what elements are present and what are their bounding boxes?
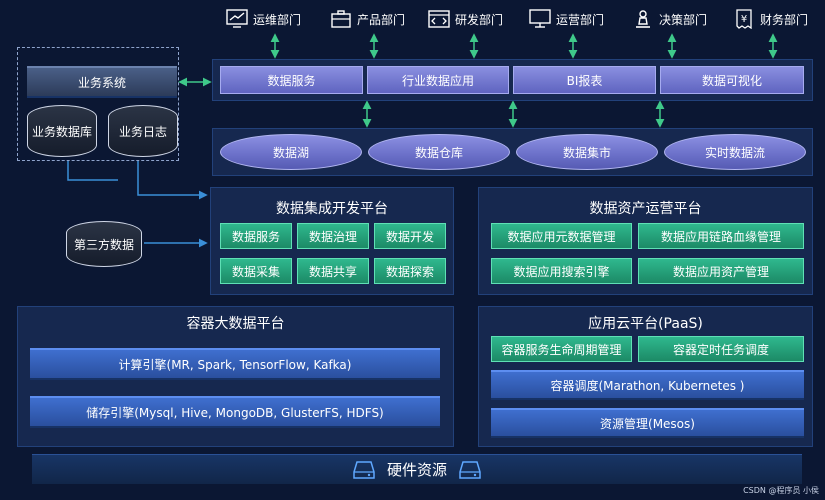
asset-platform-title: 数据资产运营平台 <box>589 201 702 217</box>
hardware-resources-bar: 硬件资源 <box>32 454 802 484</box>
dept-ops: 运维部门 <box>226 8 301 30</box>
business-system-frame <box>17 47 179 161</box>
service-cell-industry-apps: 行业数据应用 <box>367 66 509 94</box>
container-cron-label: 容器定时任务调度 <box>672 342 769 357</box>
storage-cylinder-label: 实时数据流 <box>704 145 765 160</box>
dept-product: 产品部门 <box>330 8 405 30</box>
monitor-chart-icon <box>226 9 248 28</box>
business-db-cylinder: 业务数据库 <box>27 105 97 157</box>
resource-management-bar: 资源管理(Mesos) <box>491 408 804 436</box>
code-window-icon <box>428 10 450 28</box>
integration-cell: 数据治理 <box>297 223 369 249</box>
hard-drive-icon <box>353 460 375 479</box>
container-platform-title: 容器大数据平台 <box>186 316 285 332</box>
dept-finance: ¥ 财务部门 <box>733 8 808 30</box>
service-cell-data-service: 数据服务 <box>220 66 363 94</box>
integration-platform-title: 数据集成开发平台 <box>276 201 388 217</box>
dept-label: 财务部门 <box>760 12 809 27</box>
service-cell-bi-reports: BI报表 <box>513 66 656 94</box>
svg-text:¥: ¥ <box>741 14 747 25</box>
briefcase-icon <box>331 10 351 28</box>
yen-receipt-icon: ¥ <box>736 9 752 29</box>
dept-label: 决策部门 <box>659 12 708 27</box>
service-cell-label: 行业数据应用 <box>401 73 474 88</box>
compute-engine-label: 计算引擎(MR, Spark, TensorFlow, Kafka) <box>118 357 352 372</box>
dept-label: 产品部门 <box>357 12 406 27</box>
container-lifecycle-label: 容器服务生命周期管理 <box>501 342 622 357</box>
asset-cell: 数据应用元数据管理 <box>491 223 632 249</box>
asset-cell-label: 数据应用资产管理 <box>672 264 769 279</box>
integration-cell-label: 数据共享 <box>308 264 357 279</box>
asset-cell: 数据应用搜索引擎 <box>491 258 632 284</box>
dept-operations: 运营部门 <box>529 8 604 30</box>
integration-cell: 数据开发 <box>374 223 446 249</box>
business-log-cylinder: 业务日志 <box>108 105 178 157</box>
asset-cell-label: 数据应用搜索引擎 <box>513 264 610 279</box>
storage-cylinder-label: 数据仓库 <box>414 145 463 160</box>
storage-cylinder-mart: 数据集市 <box>516 134 658 170</box>
third-party-data-cylinder: 第三方数据 <box>66 221 142 267</box>
dept-label: 运营部门 <box>556 12 605 27</box>
dept-rd: 研发部门 <box>428 8 503 30</box>
storage-engine-bar: 储存引擎(Mysql, Hive, MongoDB, GlusterFS, HD… <box>30 396 440 426</box>
integration-cell: 数据采集 <box>220 258 292 284</box>
integration-cell-label: 数据开发 <box>385 229 434 244</box>
dept-label: 研发部门 <box>455 12 504 27</box>
integration-cell: 数据探索 <box>374 258 446 284</box>
container-lifecycle-cell: 容器服务生命周期管理 <box>491 336 632 362</box>
chess-piece-icon <box>636 10 650 28</box>
desktop-icon <box>529 9 551 28</box>
resource-management-label: 资源管理(Mesos) <box>600 416 695 431</box>
business-log-label: 业务日志 <box>118 124 167 139</box>
storage-engine-label: 储存引擎(Mysql, Hive, MongoDB, GlusterFS, HD… <box>86 405 384 420</box>
container-cron-cell: 容器定时任务调度 <box>638 336 804 362</box>
container-orchestration-bar: 容器调度(Marathon, Kubernetes ) <box>491 370 804 398</box>
cloud-platform-title: 应用云平台(PaaS) <box>588 316 703 332</box>
business-system-title: 业务系统 <box>27 66 177 96</box>
dept-label: 运维部门 <box>253 12 302 27</box>
integration-cell: 数据共享 <box>297 258 369 284</box>
asset-cell: 数据应用链路血缘管理 <box>638 223 804 249</box>
asset-cell-label: 数据应用链路血缘管理 <box>660 229 781 244</box>
compute-engine-bar: 计算引擎(MR, Spark, TensorFlow, Kafka) <box>30 348 440 378</box>
third-party-data-label: 第三方数据 <box>73 237 134 252</box>
asset-cell: 数据应用资产管理 <box>638 258 804 284</box>
storage-cylinder-label: 数据湖 <box>272 145 309 160</box>
watermark-text: CSDN @程序员 小侯 <box>743 486 819 495</box>
dept-decision: 决策部门 <box>632 8 707 30</box>
integration-cell: 数据服务 <box>220 223 292 249</box>
integration-cell-label: 数据服务 <box>231 229 280 244</box>
business-db-label: 业务数据库 <box>31 124 92 139</box>
storage-cylinder-warehouse: 数据仓库 <box>368 134 510 170</box>
integration-cell-label: 数据治理 <box>308 229 357 244</box>
hardware-resources-label: 硬件资源 <box>386 461 447 479</box>
service-cell-visualization: 数据可视化 <box>660 66 804 94</box>
service-cell-label: BI报表 <box>566 73 603 88</box>
service-cell-label: 数据可视化 <box>701 73 762 88</box>
storage-cylinder-stream: 实时数据流 <box>664 134 806 170</box>
business-system-label: 业务系统 <box>77 75 126 90</box>
service-cell-label: 数据服务 <box>267 73 316 88</box>
integration-cell-label: 数据采集 <box>231 264 280 279</box>
container-orchestration-label: 容器调度(Marathon, Kubernetes ) <box>550 378 745 393</box>
asset-cell-label: 数据应用元数据管理 <box>507 229 616 244</box>
storage-cylinder-label: 数据集市 <box>562 145 611 160</box>
integration-cell-label: 数据探索 <box>385 264 434 279</box>
hard-drive-icon <box>459 460 481 479</box>
storage-cylinder-lake: 数据湖 <box>220 134 362 170</box>
